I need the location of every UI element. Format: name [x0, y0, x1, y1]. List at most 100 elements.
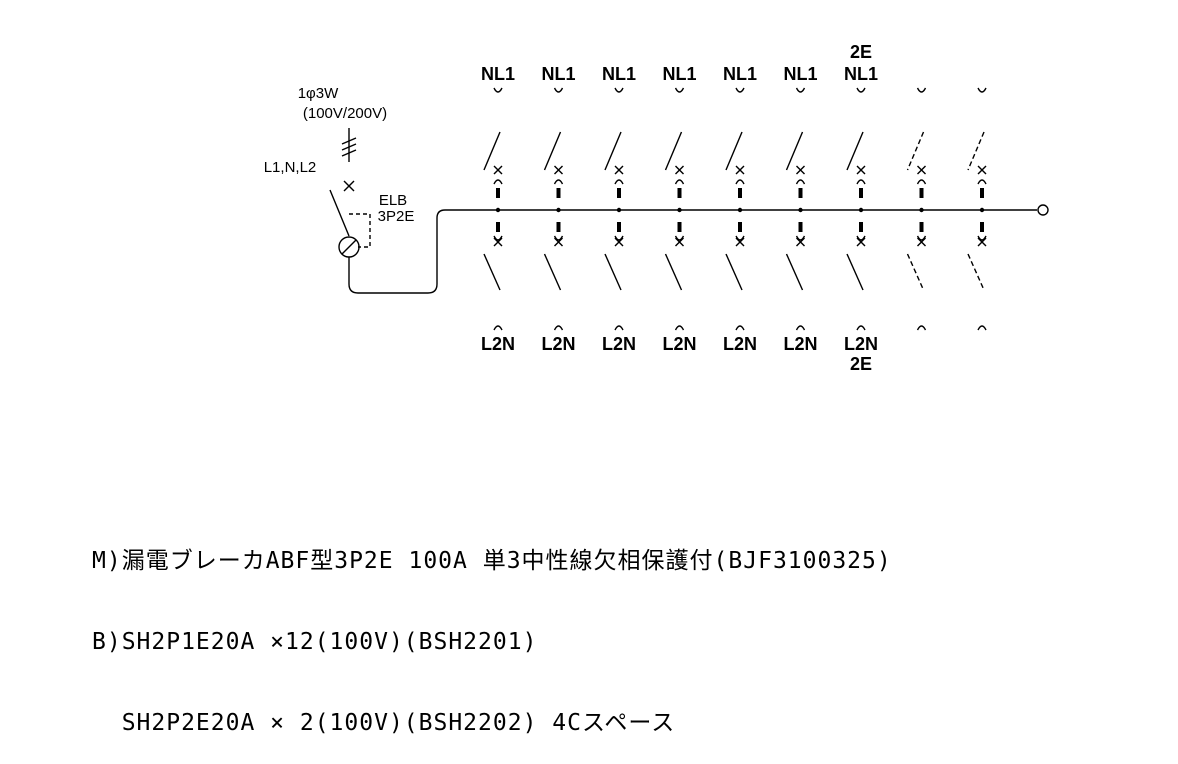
main-breaker-name: ELB: [379, 192, 407, 209]
top-blade: [543, 131, 562, 171]
bottom-stab: [859, 222, 863, 232]
bottom-cup: [674, 235, 685, 241]
top-blade: [604, 131, 622, 171]
bus-junction: [737, 207, 743, 213]
bottom-contact-b: [796, 237, 805, 247]
branch-circuits: NL1L2NNL1L2NNL1L2NNL1L2NNL1L2NNL1L2N2ENL…: [481, 42, 987, 374]
top-cup: [795, 179, 806, 185]
bus-junction: [979, 207, 985, 213]
top-blade: [664, 131, 683, 171]
top-terminal: [674, 87, 685, 93]
top-contact-b: [977, 165, 987, 175]
branch-top-label: NL1: [783, 64, 817, 84]
top-terminal: [493, 87, 503, 93]
top-cup: [674, 179, 685, 185]
branch-top-extra-label: 2E: [850, 42, 872, 62]
notes-block: M)漏電ブレーカABF型3P2E 100A 単3中性線欠相保護付(BJF3100…: [92, 494, 892, 764]
bottom-blade: [906, 253, 925, 291]
top-cup: [916, 179, 927, 185]
branch-top-label: NL1: [662, 64, 696, 84]
bottom-terminal: [493, 325, 503, 331]
bottom-cup: [795, 235, 806, 241]
branch-bottom-label: L2N: [541, 334, 575, 354]
bottom-blade: [664, 253, 683, 291]
bottom-blade: [543, 253, 562, 291]
top-stab: [677, 188, 682, 198]
incoming-feeder: [329, 128, 1037, 294]
top-contact-b: [796, 165, 805, 175]
supply-phase-label: 1φ3W: [298, 85, 339, 102]
note-branch-breaker-1: B)SH2P1E20A ×12(100V)(BSH2201): [92, 629, 538, 655]
bus-junction: [556, 207, 561, 213]
top-cup: [735, 179, 745, 185]
bottom-blade: [483, 253, 501, 291]
branch-bottom-label: L2N: [662, 334, 696, 354]
top-terminal: [856, 87, 866, 93]
top-stab: [798, 188, 803, 198]
bottom-stab: [677, 222, 682, 232]
bottom-terminal: [795, 325, 806, 331]
bottom-terminal: [553, 325, 564, 331]
note-branch-breaker-2: SH2P2E20A × 2(100V)(BSH2202) 4Cスペース: [92, 710, 676, 736]
supply-voltage-label: (100V/200V): [303, 105, 387, 122]
top-stab: [496, 188, 500, 198]
top-terminal: [614, 87, 624, 93]
top-terminal: [553, 87, 564, 93]
top-stab: [556, 188, 561, 198]
top-contact-b: [917, 165, 926, 175]
top-blade: [906, 131, 925, 171]
top-contact-b: [675, 165, 684, 175]
bottom-cup: [553, 235, 564, 241]
branch-top-label: NL1: [844, 64, 878, 84]
branch-bottom-extra-label: 2E: [850, 354, 872, 374]
top-stab: [859, 188, 863, 198]
top-stab: [738, 188, 742, 198]
top-contact-b: [735, 165, 745, 175]
bottom-terminal: [916, 325, 927, 331]
top-contact-b: [614, 165, 624, 175]
bottom-cup: [493, 235, 503, 241]
bottom-stab: [798, 222, 803, 232]
bottom-cup: [916, 235, 927, 241]
bottom-contact-b: [856, 237, 866, 247]
top-stab: [919, 188, 924, 198]
bottom-terminal: [614, 325, 624, 331]
top-cup: [614, 179, 624, 185]
bottom-contact-b: [977, 237, 987, 247]
top-contact-b: [493, 165, 503, 175]
top-blade: [785, 131, 804, 171]
main-breaker-type: 3P2E: [378, 208, 415, 225]
top-terminal: [977, 87, 987, 93]
bottom-contact-b: [554, 237, 563, 247]
bottom-stab: [980, 222, 984, 232]
bus-junction: [495, 207, 501, 213]
bus-terminal: [1037, 204, 1049, 216]
branch-bottom-label: L2N: [783, 334, 817, 354]
bottom-contact-b: [614, 237, 624, 247]
bottom-blade: [967, 253, 985, 291]
bottom-contact-b: [675, 237, 684, 247]
branch-9: [967, 87, 987, 331]
note-main-breaker: M)漏電ブレーカABF型3P2E 100A 単3中性線欠相保護付(BJF3100…: [92, 548, 892, 574]
bus-junction: [677, 207, 682, 213]
top-contact-b: [554, 165, 563, 175]
panel-diagram: 1φ3W (100V/200V) L1,N,L2 ELB 3P2E NL1L2N…: [264, 42, 1049, 374]
top-cup: [493, 179, 503, 185]
bus-junction: [616, 207, 622, 213]
bus-junction: [858, 207, 864, 213]
top-contact-b: [856, 165, 866, 175]
top-cup: [977, 179, 987, 185]
branch-bottom-label: L2N: [844, 334, 878, 354]
branch-top-label: NL1: [602, 64, 636, 84]
bottom-cup: [614, 235, 624, 241]
bottom-blade: [846, 253, 864, 291]
bottom-blade: [604, 253, 622, 291]
bottom-contact-b: [735, 237, 745, 247]
bottom-cup: [977, 235, 987, 241]
top-terminal: [916, 87, 927, 93]
top-stab: [980, 188, 984, 198]
